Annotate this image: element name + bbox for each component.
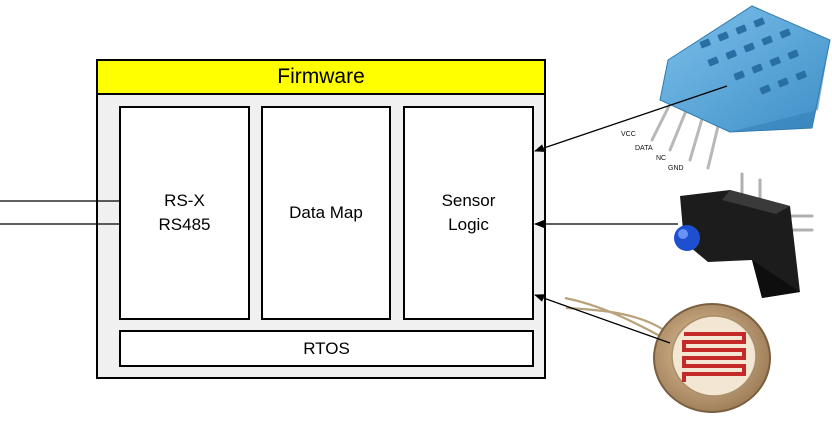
data-map-label: Data Map — [289, 203, 363, 222]
pin-label-data: DATA — [635, 145, 653, 152]
humidity-sensor-icon: VCC DATA NC GND — [621, 5, 831, 172]
sensor-logic-line2: Logic — [448, 215, 489, 234]
pin-label-gnd: GND — [668, 165, 684, 172]
rs-module-line1: RS-X — [164, 191, 205, 210]
rtos-label: RTOS — [303, 338, 350, 358]
arrow-humidity-to-sensor-logic — [534, 85, 728, 152]
pin-label-nc: NC — [656, 155, 666, 162]
sensor-logic-module: Sensor Logic — [403, 106, 534, 320]
firmware-title: Firmware — [96, 59, 546, 95]
photoresistor-icon — [564, 296, 771, 413]
rtos-module: RTOS — [119, 330, 534, 367]
sensor-logic-line1: Sensor — [441, 191, 496, 210]
pin-label-vcc: VCC — [621, 131, 636, 138]
data-map-module: Data Map — [261, 106, 391, 320]
rs-module: RS-X RS485 — [119, 106, 250, 320]
rs-module-line2: RS485 — [158, 215, 211, 234]
optical-sensor-icon — [674, 172, 814, 298]
arrow-light-to-sensor-logic — [534, 294, 671, 344]
